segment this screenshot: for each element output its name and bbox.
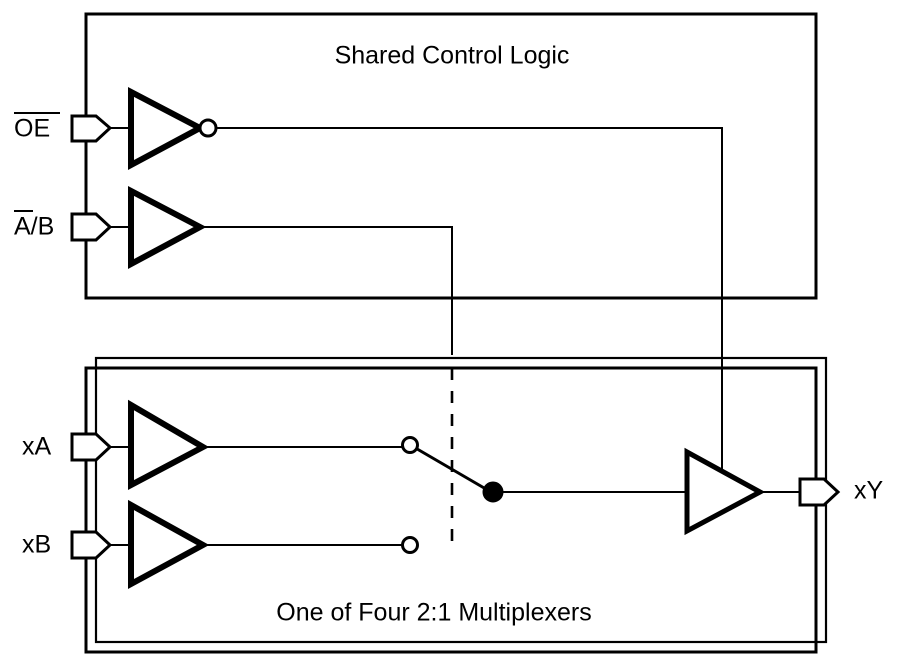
shared-control-logic-title: Shared Control Logic — [335, 42, 570, 70]
pin-ab[interactable]: A/B — [14, 210, 113, 242]
xb-pin-shape[interactable] — [70, 530, 113, 560]
ab-pin-label: A/B — [14, 213, 54, 241]
oe-pin-shape[interactable] — [70, 114, 113, 143]
pin-oe[interactable]: OE — [14, 112, 113, 143]
gate-oe-inverter — [110, 87, 218, 171]
switch-terminal-a-node[interactable] — [401, 436, 419, 454]
ab-buffer-triangle — [128, 186, 207, 270]
spdt-switch[interactable] — [401, 436, 688, 554]
wire-ab-to-select — [200, 226, 453, 355]
net-ab-select — [200, 226, 454, 552]
ab-pin-shape[interactable] — [70, 212, 113, 242]
pin-xb[interactable]: xB — [22, 530, 113, 560]
switch-common-node[interactable] — [482, 481, 504, 503]
switch-blade[interactable] — [410, 444, 493, 494]
xy-pin-shape[interactable] — [798, 477, 841, 507]
pin-xy[interactable]: xY — [798, 477, 884, 507]
oe-inverter-triangle — [128, 87, 207, 171]
gate-output-buffer — [684, 447, 800, 536]
xa-buffer-triangle — [128, 399, 210, 490]
net-oe-enable — [216, 127, 723, 470]
xa-pin-label: xA — [22, 433, 52, 461]
xb-pin-label: xB — [22, 531, 51, 559]
xy-pin-label: xY — [854, 477, 884, 505]
switch-terminal-b-node[interactable] — [401, 536, 419, 554]
oe-pin-label: OE — [14, 115, 50, 143]
gate-xa-buffer — [110, 399, 404, 490]
wire-oe-to-output-enable — [216, 127, 723, 470]
xb-buffer-triangle — [128, 499, 210, 590]
multiplexer-title: One of Four 2:1 Multiplexers — [276, 599, 591, 627]
oe-inverter-bubble-icon — [198, 118, 218, 138]
xa-pin-shape[interactable] — [70, 432, 113, 462]
pin-xa[interactable]: xA — [22, 432, 113, 462]
gate-xb-buffer — [110, 499, 404, 590]
output-buffer-triangle — [684, 447, 766, 536]
gate-ab-buffer — [110, 186, 207, 270]
